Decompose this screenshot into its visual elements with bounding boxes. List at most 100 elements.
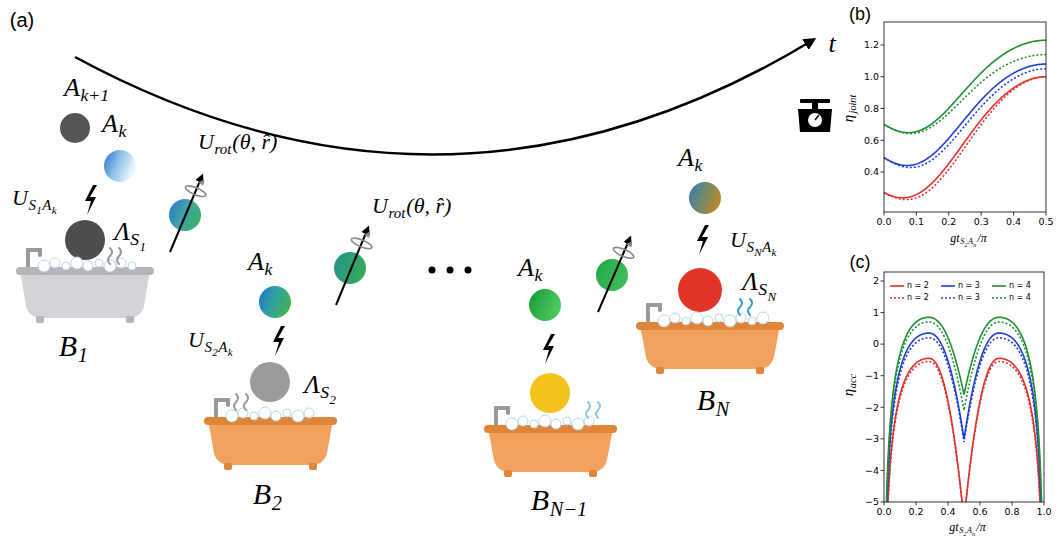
foam-bubble bbox=[304, 408, 314, 418]
foam-bubble bbox=[724, 315, 736, 327]
steam bbox=[738, 299, 742, 315]
math-label: A bbox=[64, 75, 80, 101]
tick-label: 1.0 bbox=[864, 72, 879, 82]
tick-label: 0.6 bbox=[972, 507, 987, 517]
tick-label: −5 bbox=[865, 497, 879, 507]
foam-bubble bbox=[572, 418, 584, 430]
tub-foot bbox=[224, 463, 232, 470]
data-curve bbox=[884, 55, 1046, 134]
rotated-qubit bbox=[596, 259, 628, 291]
foam-bubble bbox=[283, 409, 291, 417]
tick-label: 0.4 bbox=[864, 167, 879, 177]
interaction-bolt bbox=[273, 326, 285, 356]
ancilla-qubit bbox=[60, 113, 90, 143]
math-label: B bbox=[531, 485, 549, 515]
data-curve bbox=[885, 338, 1044, 502]
foam-bubble bbox=[62, 262, 70, 270]
math-subscript: S bbox=[320, 384, 329, 402]
probe-qubit bbox=[104, 150, 136, 182]
foam-bubble bbox=[95, 259, 103, 267]
tub-foot bbox=[756, 367, 764, 374]
tick-label: 1.0 bbox=[1036, 507, 1051, 517]
probe-qubit bbox=[689, 182, 721, 214]
tick-label: 0.8 bbox=[1004, 507, 1019, 517]
tick-label: 0.2 bbox=[941, 217, 956, 227]
axis-tick bbox=[881, 470, 885, 471]
math-label: t bbox=[828, 31, 835, 57]
math-label: Λ bbox=[742, 269, 758, 295]
math-subscript: k bbox=[264, 261, 272, 279]
foam-bubble bbox=[271, 411, 281, 421]
foam-bubble bbox=[658, 315, 670, 327]
axis-label: η bbox=[841, 388, 856, 395]
tick-label: 0.0 bbox=[876, 217, 891, 227]
tick-label: 0.4 bbox=[1006, 217, 1021, 227]
tick-label: 0.1 bbox=[909, 217, 924, 227]
tub-foot bbox=[126, 316, 134, 323]
math-subscript: A bbox=[967, 527, 972, 535]
math-subscript: S bbox=[130, 231, 139, 249]
legend-text: n = 3 bbox=[958, 282, 980, 290]
math-subscript: 1 bbox=[36, 205, 42, 216]
foam-bubble bbox=[83, 261, 93, 271]
math-subscript: k bbox=[694, 157, 702, 175]
math-label: A bbox=[248, 249, 264, 275]
math-subscript: k bbox=[228, 347, 233, 358]
rotation-arc-head bbox=[198, 178, 206, 186]
foam-bubble bbox=[259, 407, 271, 419]
legend-text: n = 3 bbox=[958, 294, 980, 302]
math-subscript: S bbox=[746, 240, 753, 255]
math-label: Λ bbox=[114, 219, 130, 245]
math-subscript: 1 bbox=[78, 345, 88, 365]
math-label: U bbox=[372, 195, 388, 217]
rotation-arc bbox=[350, 236, 373, 251]
math-subscript: S bbox=[204, 340, 211, 355]
foam-bubble bbox=[104, 260, 116, 272]
foam-bubble bbox=[530, 420, 538, 428]
foam-bubble bbox=[551, 419, 561, 429]
axis-tick bbox=[1044, 502, 1045, 506]
data-curve bbox=[885, 358, 1044, 502]
tub-body bbox=[640, 325, 780, 369]
axis-tick bbox=[881, 45, 885, 46]
math-subscript: A bbox=[218, 340, 227, 355]
axis-tick bbox=[884, 502, 885, 506]
scale-icon bbox=[798, 99, 832, 132]
foam-bubble bbox=[539, 415, 551, 427]
foam-bubble bbox=[506, 418, 518, 430]
foam-bubble bbox=[50, 258, 60, 268]
data-curve bbox=[884, 69, 1046, 168]
interaction-bolt bbox=[697, 225, 709, 255]
math-label: (θ, r̂) bbox=[232, 131, 277, 153]
math-subscript: N bbox=[716, 399, 730, 419]
foam-bubble bbox=[71, 257, 83, 269]
data-curve bbox=[885, 322, 1044, 502]
axis-tick bbox=[881, 281, 885, 282]
interaction-bolt bbox=[543, 334, 555, 364]
data-curve bbox=[884, 64, 1046, 165]
bath-icon bbox=[204, 394, 337, 470]
math-label: U bbox=[198, 131, 214, 153]
interaction-bolt bbox=[85, 185, 97, 215]
illustration-a bbox=[16, 40, 832, 477]
math-subscript: k bbox=[772, 247, 777, 258]
foam-bubble bbox=[38, 260, 50, 272]
tick-label: 0.3 bbox=[974, 217, 989, 227]
tub-body bbox=[488, 428, 613, 472]
legend-text: n = 4 bbox=[1009, 282, 1031, 290]
data-curve bbox=[884, 77, 1046, 198]
tick-label: −1 bbox=[865, 371, 879, 381]
tick-label: 2 bbox=[873, 276, 879, 286]
math-subscript: 1 bbox=[140, 240, 147, 253]
math-label: A bbox=[678, 145, 694, 171]
tick-label: 0.6 bbox=[864, 136, 879, 146]
axis-tick bbox=[1013, 212, 1014, 216]
foam-bubble bbox=[250, 412, 258, 420]
tub-body bbox=[20, 270, 150, 318]
steam bbox=[586, 402, 590, 418]
math-subscript: k bbox=[534, 267, 542, 285]
tub-body bbox=[208, 420, 333, 465]
tub-foot bbox=[656, 367, 664, 374]
bath-qubit bbox=[678, 268, 722, 312]
math-label: U bbox=[730, 229, 746, 251]
